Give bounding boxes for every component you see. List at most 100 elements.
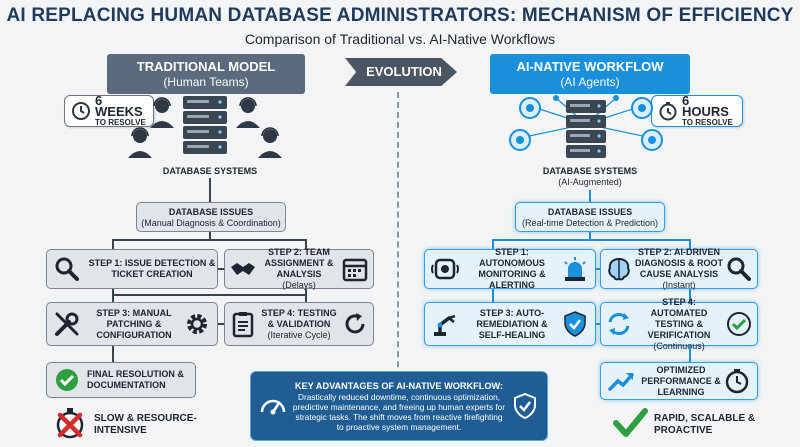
alarm-light-icon [564,257,586,281]
connector [492,239,690,241]
ai-verdict: RAPID, SCALABLE & PROACTIVE [654,413,756,436]
connector [596,268,602,270]
trend-up-icon [608,373,634,391]
ai-systems-sub: (AI-Augmented) [558,177,622,187]
advantages-body: Drastically reduced downtime, continuous… [292,391,506,432]
loop-arrow-icon [345,313,365,334]
connector [689,346,691,362]
human-team-server-illustration [128,96,282,158]
traditional-time-label: TO RESOLVE [95,117,146,127]
clipboard-icon [232,312,254,338]
page-subtitle: Comparison of Traditional vs. AI-Native … [244,31,556,47]
connector [218,323,226,325]
connector [492,289,494,302]
connector [589,232,591,240]
connector [305,239,307,249]
page-title: AI REPLACING HUMAN DATABASE ADMINISTRATO… [6,5,794,26]
traditional-step-1: STEP 1: ISSUE DETECTION & TICKET CREATIO… [46,249,218,289]
traditional-step-2-label: STEP 2: TEAM ASSIGNMENT & ANALYSIS [264,247,334,279]
server-rack-icon [183,96,227,154]
ai-time-value: 6 HOURS [682,92,729,119]
connector [492,239,494,249]
connector [596,323,602,325]
traditional-step-4-label: STEP 4: TESTING & VALIDATION [261,307,337,329]
ai-final-box: OPTIMIZED PERFORMANCE & LEARNING [600,362,758,400]
ai-step-1-label: STEP 1: AUTONOMOUS MONITORING & ALERTING [478,247,546,290]
connector [689,239,691,249]
traditional-step-1-label: STEP 1: ISSUE DETECTION & TICKET CREATIO… [88,258,216,279]
connector [209,232,211,240]
traditional-systems-label: DATABASE SYSTEMS [162,166,258,176]
ai-agents-server-illustration [509,95,663,158]
connector [112,289,114,295]
ai-header: AI-NATIVE WORKFLOW (AI Agents) [490,54,690,94]
ai-issues-title: DATABASE ISSUES [547,207,633,217]
ai-step-4-label: STEP 4: AUTOMATED TESTING & VERIFICATION [647,296,711,340]
evolution-arrow: EVOLUTION [345,58,457,86]
slow-stopwatch-icon [56,408,84,439]
connector [112,239,114,249]
ai-step-4-sub: (Continuous) [653,340,705,351]
ai-step-3-label: STEP 3: AUTO-REMEDIATION & SELF-HEALING [476,307,548,340]
ai-header-sub: (AI Agents) [560,75,620,89]
gear-icon [187,314,207,334]
connector [209,178,211,202]
connector [689,289,691,302]
traditional-final-label: FINAL RESOLUTION & DOCUMENTATION [87,369,184,390]
magnifier-icon [55,257,79,281]
connector [112,239,306,241]
traditional-final-box: FINAL RESOLUTION & DOCUMENTATION [46,362,196,398]
ai-final-label: OPTIMIZED PERFORMANCE & LEARNING [641,364,721,397]
connector [589,190,591,202]
shield-check-icon [564,311,586,337]
clock-icon [72,102,90,120]
shield-check-icon [514,392,536,420]
person-headset-icon [128,99,282,158]
connector [112,346,114,362]
center-divider [397,92,399,437]
magnifier-icon [727,257,751,281]
traditional-header: TRADITIONAL MODEL (Human Teams) [107,54,305,94]
stopwatch-icon [659,102,677,121]
server-rack-icon [566,100,606,158]
connector [112,294,306,296]
handshake-icon [231,263,255,275]
sensor-icon [431,258,459,280]
robot-arm-icon [434,314,456,336]
key-advantages-panel: KEY ADVANTAGES OF AI-NATIVE WORKFLOW: Dr… [250,371,548,441]
traditional-verdict: SLOW & RESOURCE-INTENSIVE [94,413,197,436]
success-check-icon [613,408,648,437]
traditional-header-title: TRADITIONAL MODEL [136,59,276,74]
traditional-step-4-sub: (Iterative Cycle) [267,329,331,340]
traditional-step-2-sub: (Delays) [282,280,316,290]
check-circle-icon [56,369,78,391]
stopwatch-icon [725,369,749,394]
ai-issues-sub: (Real-time Detection & Prediction) [521,218,659,228]
connector [305,289,307,295]
traditional-header-sub: (Human Teams) [163,75,249,89]
sync-icon [608,313,630,335]
traditional-issues-sub: (Manual Diagnosis & Coordination) [141,218,281,228]
traditional-step-2: STEP 2: TEAM ASSIGNMENT & ANALYSIS(Delay… [224,247,374,290]
check-circle-icon [727,312,751,336]
ai-step-2-sub: (Instant) [662,280,696,290]
ai-issues-box: DATABASE ISSUES (Real-time Detection & P… [515,202,665,232]
traditional-issues-box: DATABASE ISSUES (Manual Diagnosis & Coor… [136,202,286,232]
brain-icon [608,257,630,281]
ai-systems-title: DATABASE SYSTEMS [542,166,638,176]
advantages-title: KEY ADVANTAGES OF AI-NATIVE WORKFLOW: [294,380,504,391]
connector [112,294,114,302]
speedometer-icon [260,399,286,415]
calendar-icon [342,258,368,282]
ai-time-label: TO RESOLVE [682,117,733,127]
traditional-step-3-label: STEP 3: MANUAL PATCHING & CONFIGURATION [96,307,172,340]
traditional-step-4: STEP 4: TESTING & VALIDATION(Iterative C… [224,302,374,346]
ai-header-title: AI-NATIVE WORKFLOW [516,59,664,74]
traditional-time-value: 6 WEEKS [95,92,143,119]
ai-step-2-label: STEP 2: AI-DRIVEN DIAGNOSIS & ROOT CAUSE… [635,247,724,279]
ai-systems-label: DATABASE SYSTEMS (AI-Augmented) [520,166,660,188]
ai-step-4: STEP 4: AUTOMATED TESTING & VERIFICATION… [600,297,758,351]
traditional-issues-title: DATABASE ISSUES [168,207,254,217]
connector [218,268,226,270]
